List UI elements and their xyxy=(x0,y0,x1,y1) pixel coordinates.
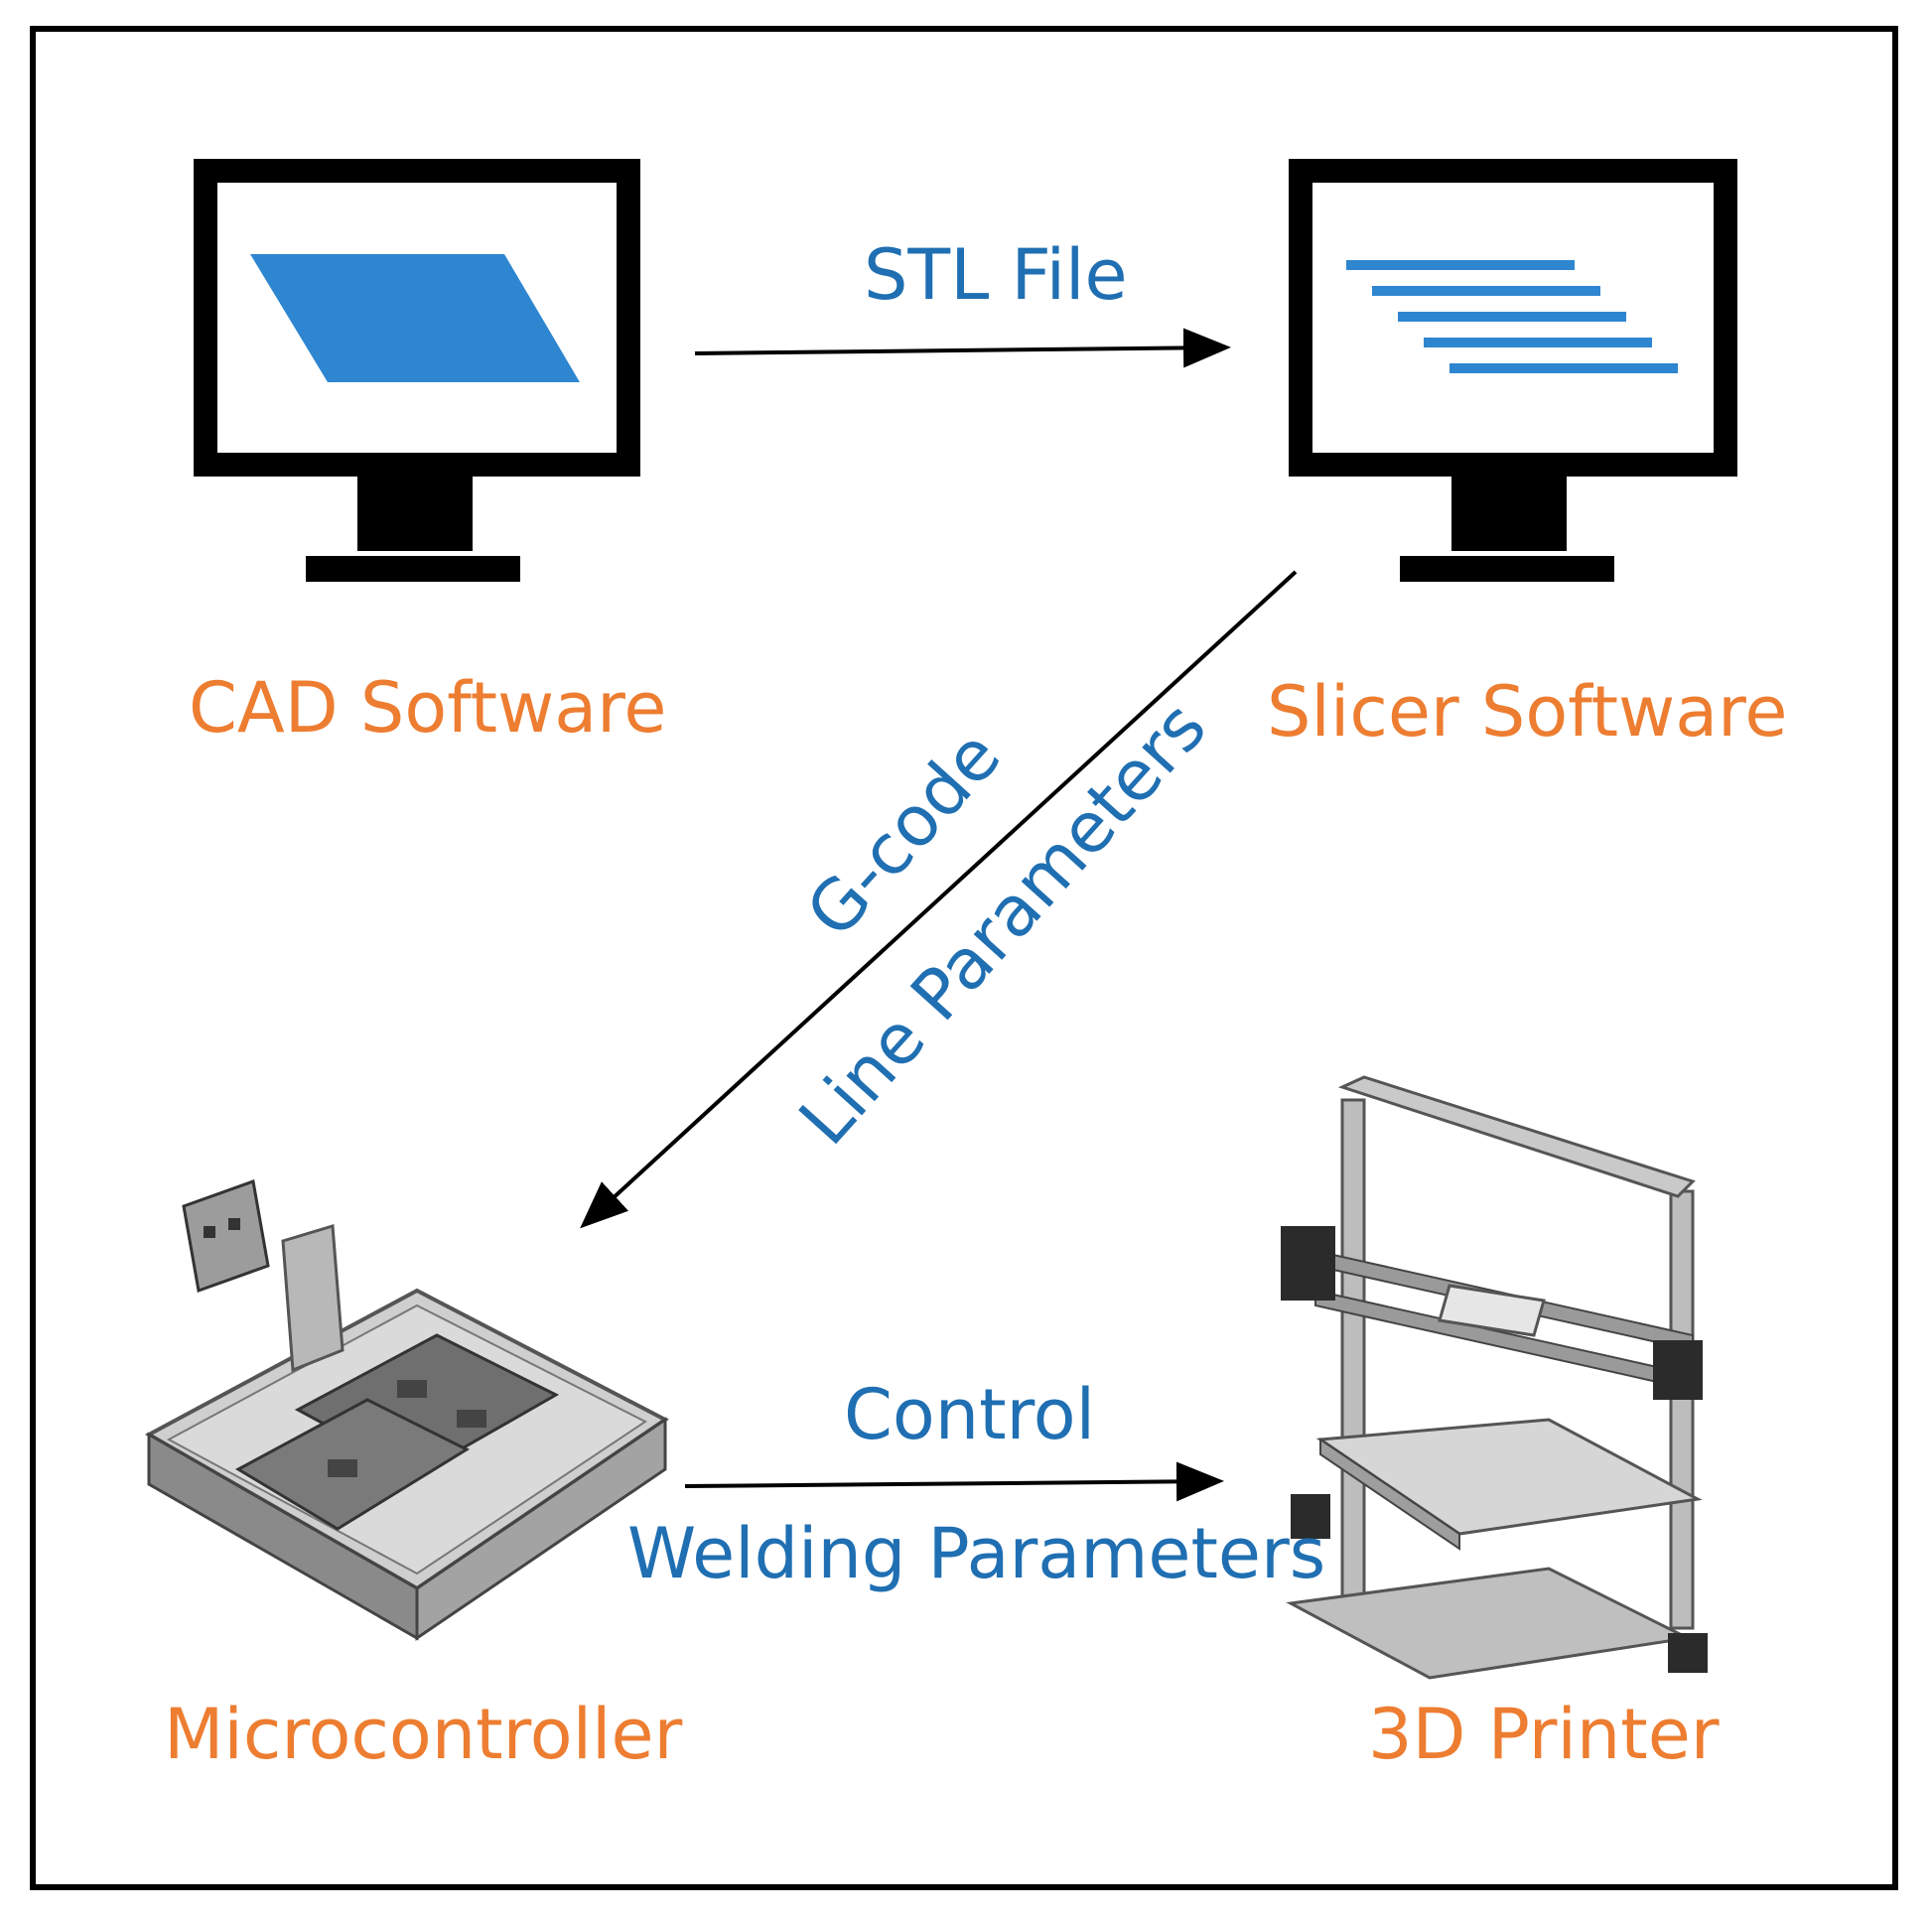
edge-gcode-arrow xyxy=(580,570,1298,1229)
monitor-cad-icon xyxy=(194,159,640,582)
monitor-slicer-icon xyxy=(1289,159,1737,582)
edge-stl-arrow xyxy=(694,328,1231,368)
edge-label-control-1: Control xyxy=(844,1374,1096,1455)
edge-label-stl: STL File xyxy=(864,234,1128,316)
edge-label-control-2: Welding Parameters xyxy=(627,1513,1326,1594)
node-label-slicer: Slicer Software xyxy=(1267,671,1788,753)
node-label-printer: 3D Printer xyxy=(1368,1694,1720,1775)
microcontroller-board-icon xyxy=(144,1178,669,1641)
node-label-micro: Microcontroller xyxy=(164,1694,683,1775)
figure-frame xyxy=(30,26,1898,1890)
3d-printer-icon xyxy=(1281,1075,1708,1680)
edge-control-arrow xyxy=(684,1461,1224,1502)
node-label-cad: CAD Software xyxy=(189,667,667,749)
